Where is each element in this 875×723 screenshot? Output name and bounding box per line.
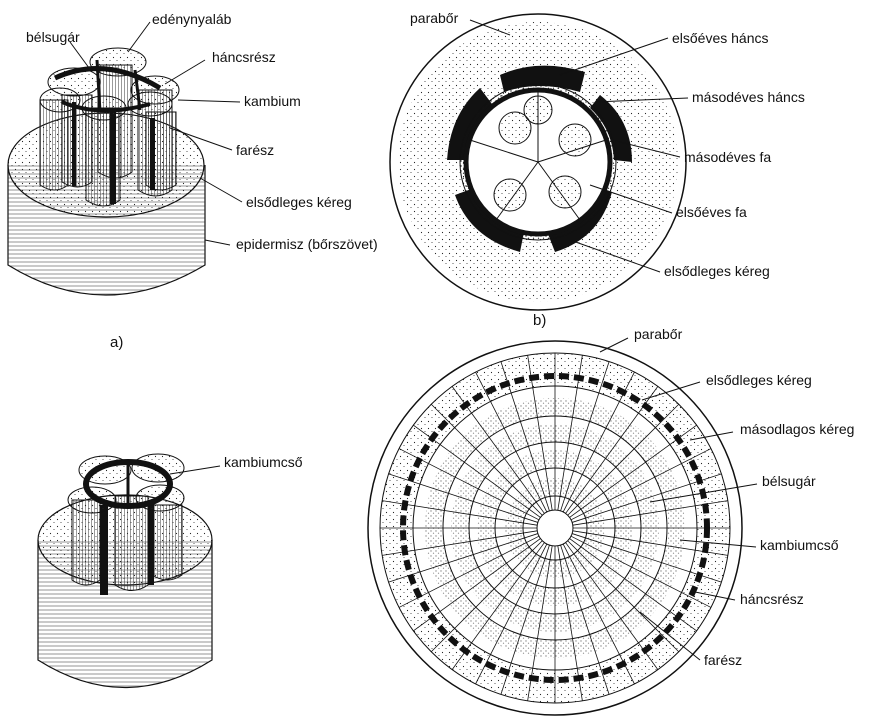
ray-line <box>500 544 550 695</box>
bundle-tops <box>39 47 180 121</box>
ray-line <box>572 530 728 556</box>
ray-line <box>569 424 697 518</box>
ray-line <box>572 500 728 526</box>
label-a-faresz: farész <box>236 142 274 158</box>
ray-line <box>430 403 543 516</box>
bundles-c <box>71 495 183 595</box>
panel-a-diagram <box>7 21 243 296</box>
pith-rays <box>380 353 730 703</box>
ray-line <box>562 543 635 685</box>
label-b-elsoeves-hancs: elsőéves háncs <box>672 30 769 46</box>
ray-line <box>567 403 680 516</box>
label-d-hancsresz: háncsrész <box>740 591 804 607</box>
label-a-epidermisz: epidermisz (bőrszövet) <box>236 236 378 252</box>
ray-line <box>388 533 539 583</box>
ray-line <box>388 473 539 523</box>
ray-line <box>557 545 583 701</box>
ray-line <box>475 371 548 513</box>
label-d-faresz: farész <box>704 652 742 668</box>
vascular-bundles <box>39 64 177 207</box>
label-d-elsodleges-kereg: elsődleges kéreg <box>706 372 812 388</box>
ray-line <box>560 361 610 512</box>
label-d-belsugar: bélsugár <box>762 473 816 489</box>
ray-line <box>413 424 541 518</box>
ray-line <box>500 361 550 512</box>
pith <box>536 509 574 547</box>
ray-line <box>560 544 610 695</box>
ray-line <box>398 448 540 521</box>
label-a-belsugar: bélsugár <box>26 29 80 45</box>
panel-b-diagram <box>389 13 689 311</box>
ray-line <box>527 545 553 701</box>
xylem-wedges <box>469 90 607 221</box>
label-d-parabor: parabőr <box>634 326 683 342</box>
ray-line <box>382 530 538 556</box>
panel-c-diagram <box>37 453 221 689</box>
ray-line <box>413 538 541 632</box>
panel-d-diagram <box>367 337 758 716</box>
label-a-kambium: kambium <box>244 93 301 109</box>
ray-line <box>571 533 722 583</box>
label-b-elsoeves-fa: elsőéves fa <box>676 204 747 220</box>
label-a-hancsresz: háncsrész <box>212 49 276 65</box>
ray-line <box>565 386 659 514</box>
ray-line <box>451 542 545 670</box>
ray-line <box>565 542 659 670</box>
ray-line <box>527 355 553 511</box>
caption-a: a) <box>110 334 123 351</box>
ray-line <box>451 386 545 514</box>
bundle-tops-c <box>67 453 185 514</box>
ray-line <box>382 500 538 526</box>
ray-line <box>570 535 712 608</box>
label-c-kambiumcso: kambiumcső <box>224 454 303 470</box>
label-a-elsodleges-kereg: elsődleges kéreg <box>246 194 352 210</box>
label-b-masodeves-hancs: másodéves háncs <box>692 89 805 105</box>
ray-line <box>430 540 543 653</box>
ray-line <box>567 540 680 653</box>
ray-line <box>569 538 697 632</box>
label-b-parabor: parabőr <box>410 10 459 26</box>
ray-line <box>570 448 712 521</box>
label-a-edenynyalab: edénynyaláb <box>152 11 232 27</box>
ray-line <box>475 543 548 685</box>
caption-b: b) <box>533 312 546 329</box>
ray-line <box>562 371 635 513</box>
ray-line <box>398 535 540 608</box>
label-d-kambiumcso: kambiumcső <box>760 537 839 553</box>
ray-line <box>571 473 722 523</box>
ray-line <box>557 355 583 511</box>
label-b-masodeves-fa: másodéves fa <box>684 149 771 165</box>
label-b-elsodleges-kereg: elsődleges kéreg <box>664 263 770 279</box>
label-d-masodlagos-kereg: másodlagos kéreg <box>740 421 854 437</box>
